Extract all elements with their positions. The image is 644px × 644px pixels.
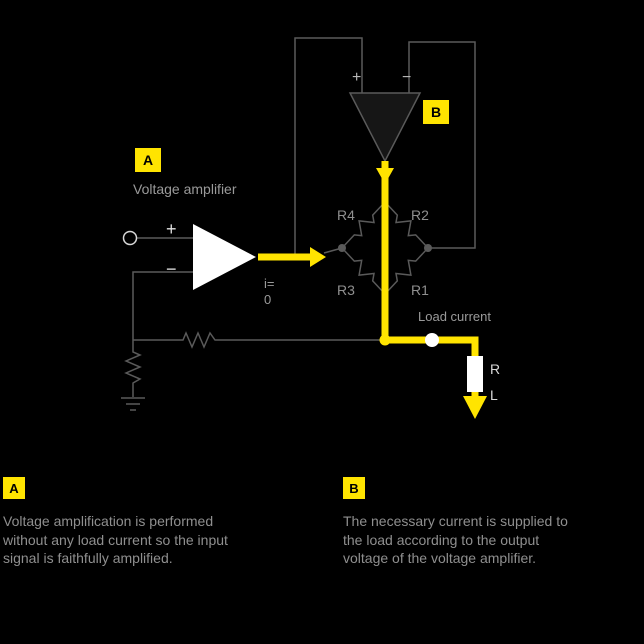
resistor-ground-vertical xyxy=(124,340,142,397)
load-resistor-label-r: R xyxy=(490,361,501,377)
zero-current-label-line2: 0 xyxy=(264,292,272,307)
current-path-group xyxy=(258,161,487,419)
note-a-line-1: Voltage amplification is performed xyxy=(3,513,214,529)
resistor-r1 xyxy=(384,247,429,295)
bridge-node-left xyxy=(338,244,346,252)
current-arrow-down-icon xyxy=(376,168,394,184)
load-current-indicator xyxy=(425,333,439,347)
resistor-r2 xyxy=(384,201,429,249)
wire-a-output-to-b-plus xyxy=(294,37,363,257)
amp-a-triangle xyxy=(193,224,256,290)
amp-a-minus-sign: − xyxy=(166,259,177,279)
amp-b-plus-sign: + xyxy=(352,69,362,86)
voltage-amplifier-label: Voltage amplifier xyxy=(133,181,237,197)
amp-a-plus-sign: + xyxy=(166,219,177,239)
input-terminal-icon xyxy=(122,230,138,246)
zero-current-label-line1: i= xyxy=(264,276,275,291)
note-b-line-2: the load according to the output xyxy=(343,531,540,548)
badge-b-circuit: B xyxy=(423,100,449,124)
wiring-group xyxy=(121,37,476,411)
load-resistor-box xyxy=(467,356,483,392)
wire-a-minus-input xyxy=(132,271,193,340)
bridge-node-right xyxy=(424,244,432,252)
note-b-line-1: The necessary current is supplied to xyxy=(343,513,568,529)
badge-a-note: A xyxy=(3,477,25,499)
load-path xyxy=(385,336,479,358)
badge-b-note: B xyxy=(343,477,365,499)
note-a-text: Voltage amplification is performed witho… xyxy=(3,512,303,568)
load-arrow-down-icon xyxy=(463,396,487,419)
note-a-line-3: signal is faithfully amplified. xyxy=(3,550,173,566)
note-b-text: The necessary current is supplied to the… xyxy=(343,512,643,568)
resistor-r4 xyxy=(341,201,386,249)
resistor-label-r1: R1 xyxy=(411,282,429,298)
resistor-feedback-horizontal xyxy=(133,331,382,349)
resistor-label-r4: R4 xyxy=(337,207,355,223)
load-resistor-label-l: L xyxy=(490,387,498,403)
resistor-label-r2: R2 xyxy=(411,207,429,223)
badge-a-circuit: A xyxy=(135,148,161,172)
note-a-line-2: without any load current so the input xyxy=(3,531,228,548)
load-junction-dot xyxy=(379,334,391,346)
signal-arrow-right-icon xyxy=(310,247,326,267)
note-b-line-3: voltage of the voltage amplifier. xyxy=(343,550,537,566)
amp-b-triangle xyxy=(348,92,422,163)
wire-b-minus-feedback xyxy=(408,41,476,249)
resistor-label-r3: R3 xyxy=(337,282,355,298)
load-current-label: Load current xyxy=(418,309,491,324)
resistor-r3 xyxy=(341,247,386,295)
amp-b-minus-sign: − xyxy=(402,69,412,86)
